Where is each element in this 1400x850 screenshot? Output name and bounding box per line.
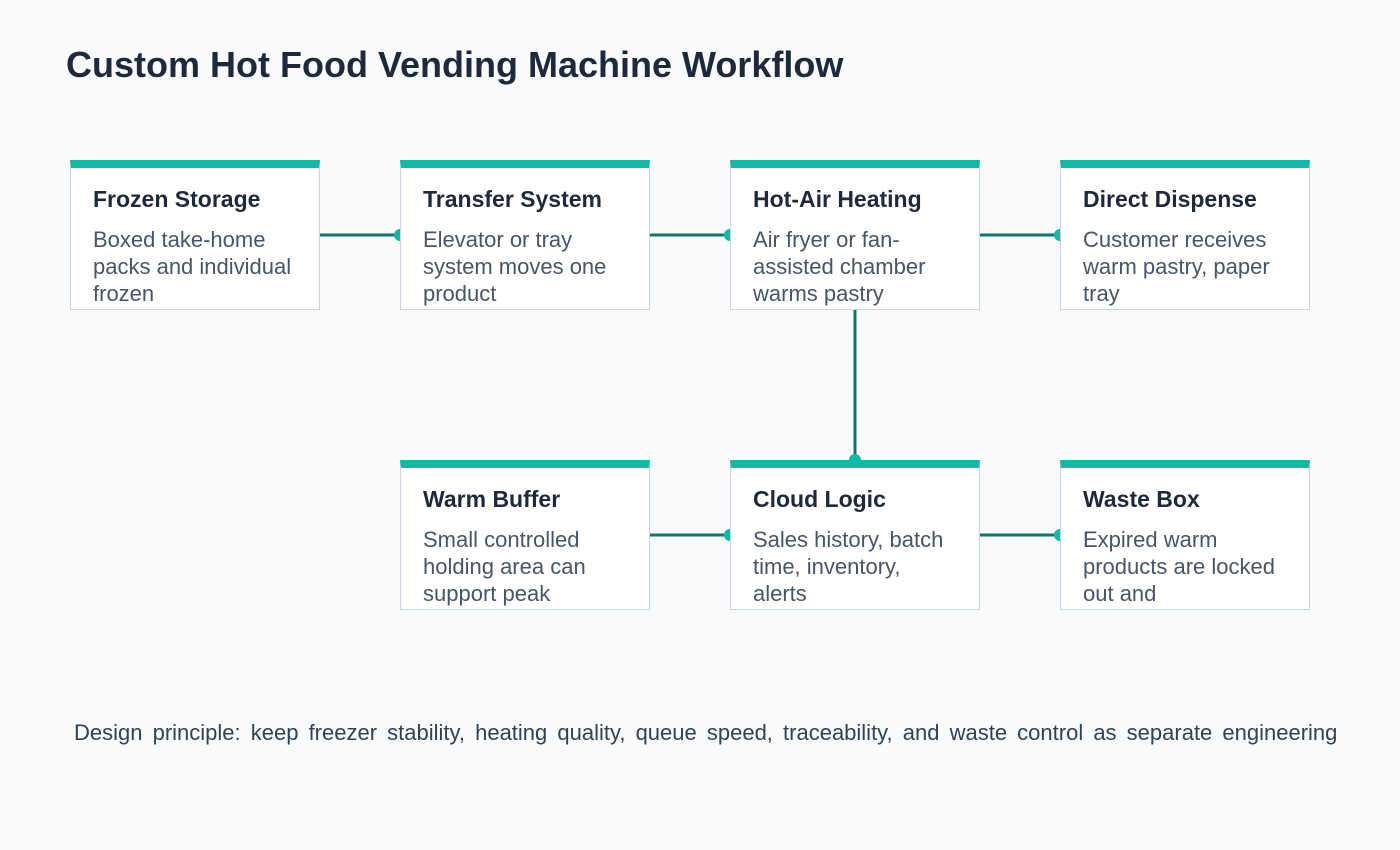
edge-transfer-system-to-hot-air-heating [650, 229, 736, 241]
node-warm-buffer: Warm Buffer Small controlled holding are… [400, 460, 650, 610]
diagram-title: Custom Hot Food Vending Machine Workflow [66, 44, 844, 85]
node-direct-dispense: Direct Dispense Customer receives warm p… [1060, 160, 1310, 310]
edge-warm-buffer-to-cloud-logic [650, 529, 736, 541]
edge-frozen-storage-to-transfer-system [320, 229, 406, 241]
node-description: Elevator or tray system moves one produc… [423, 227, 607, 306]
node-title: Direct Dispense [1083, 186, 1257, 212]
node-title: Waste Box [1083, 486, 1200, 512]
node-description: Expired warm products are locked out and [1083, 527, 1275, 606]
design-principle-note: Design principle: keep freezer stability… [74, 720, 1338, 745]
node-title: Hot-Air Heating [753, 186, 922, 212]
node-description: Customer receives warm pastry, paper tra… [1083, 227, 1270, 306]
node-description: Small controlled holding area can suppor… [423, 527, 586, 606]
node-waste-box: Waste Box Expired warm products are lock… [1060, 460, 1310, 610]
node-hot-air-heating: Hot-Air Heating Air fryer or fan-assiste… [730, 160, 980, 310]
node-transfer-system: Transfer System Elevator or tray system … [400, 160, 650, 310]
node-title: Transfer System [423, 186, 602, 212]
edge-cloud-logic-to-waste-box [980, 529, 1066, 541]
node-title: Cloud Logic [753, 486, 886, 512]
node-description: Air fryer or fan-assisted chamber warms … [753, 227, 926, 306]
node-title: Frozen Storage [93, 186, 261, 212]
node-cloud-logic: Cloud Logic Sales history, batch time, i… [730, 460, 980, 610]
edge-hot-air-heating-to-direct-dispense [980, 229, 1066, 241]
node-description: Sales history, batch time, inventory, al… [753, 527, 944, 606]
node-frozen-storage: Frozen Storage Boxed take-home packs and… [70, 160, 320, 310]
node-description: Boxed take-home packs and individual fro… [93, 227, 292, 306]
node-title: Warm Buffer [423, 486, 561, 512]
edge-hot-air-heating-to-cloud-logic [849, 310, 861, 466]
